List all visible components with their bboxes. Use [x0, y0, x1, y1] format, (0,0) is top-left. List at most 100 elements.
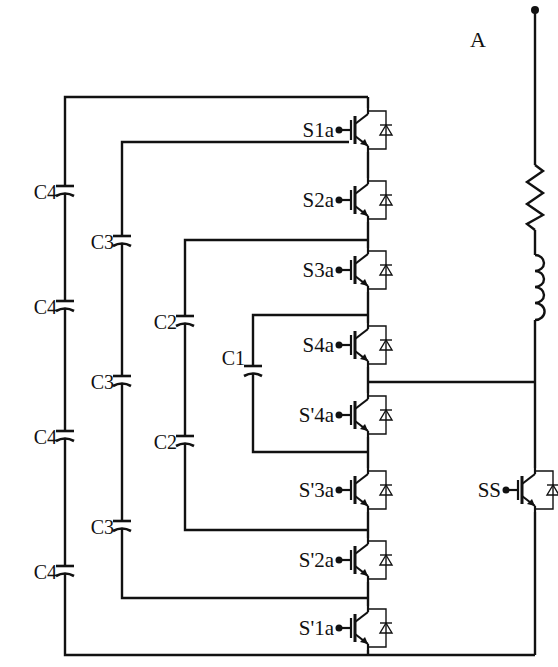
- switch-ground: [349, 393, 387, 437]
- emitter-arrow: [360, 209, 368, 216]
- device-stroke: [355, 136, 368, 146]
- diode-symbol: [380, 485, 392, 495]
- gate-dot: [336, 412, 343, 419]
- device-stroke: [380, 409, 392, 410]
- device-stroke: [350, 120, 352, 140]
- gate-dot: [503, 487, 510, 494]
- gate-dot: [336, 625, 343, 632]
- capacitor-plate: [56, 309, 74, 312]
- diode-symbol: [380, 125, 392, 135]
- switch-ground: [349, 323, 387, 367]
- device-stroke: [355, 351, 368, 361]
- device-stroke: [380, 264, 392, 265]
- device-stroke: [547, 484, 558, 485]
- switch-ground: [516, 468, 554, 512]
- switch-label: S4a: [303, 335, 335, 356]
- device-stroke: [355, 276, 368, 286]
- device-stroke: [354, 116, 357, 144]
- capacitor-label: C4: [34, 427, 57, 447]
- device-stroke: [355, 421, 368, 431]
- device-stroke: [56, 565, 74, 568]
- capacitor-plate: [244, 374, 262, 377]
- device-stroke: [113, 375, 131, 378]
- device-stroke: [380, 622, 392, 623]
- device-stroke: [354, 546, 357, 574]
- device-stroke: [522, 496, 535, 506]
- device-stroke: [380, 194, 392, 195]
- device-stroke: [56, 185, 74, 188]
- gate-dot: [336, 557, 343, 564]
- capacitor-plate: [176, 444, 194, 447]
- capacitor-plate: [113, 384, 131, 387]
- device-stroke: [355, 634, 368, 644]
- switch-label: S2a: [303, 190, 335, 211]
- device-stroke: [113, 235, 131, 238]
- device-stroke: [56, 300, 74, 303]
- device-stroke: [355, 329, 368, 339]
- switch-ground: [349, 248, 387, 292]
- device-stroke: [113, 520, 131, 523]
- device-stroke: [176, 435, 194, 438]
- switch-label: S'3a: [299, 480, 334, 501]
- device-stroke: [350, 618, 352, 638]
- capacitor-label: C1: [222, 348, 245, 368]
- devices: [55, 108, 558, 650]
- capacitor-label: C3: [91, 517, 114, 537]
- diode-symbol: [380, 195, 392, 205]
- gate-dot: [336, 267, 343, 274]
- emitter-arrow: [360, 139, 368, 146]
- switch-ground: [349, 178, 387, 222]
- capacitor-label: C3: [91, 232, 114, 252]
- device-stroke: [350, 550, 352, 570]
- device-stroke: [355, 184, 368, 194]
- device-stroke: [350, 190, 352, 210]
- device-stroke: [354, 476, 357, 504]
- gate-dot: [336, 342, 343, 349]
- wires: [65, 10, 545, 655]
- capacitor-label: C4: [34, 562, 57, 582]
- switch-label: S'4a: [299, 405, 334, 426]
- switch-ground: [349, 108, 387, 152]
- switch-ground: [349, 468, 387, 512]
- switch-ground: [349, 606, 387, 650]
- device-stroke: [380, 124, 392, 125]
- emitter-arrow: [360, 354, 368, 361]
- device-stroke: [354, 186, 357, 214]
- emitter-arrow: [360, 569, 368, 576]
- emitter-arrow: [360, 279, 368, 286]
- switch-label: SS: [478, 480, 501, 501]
- device-stroke: [350, 260, 352, 280]
- device-stroke: [355, 544, 368, 554]
- switch-label: S'2a: [299, 550, 334, 571]
- diode-symbol: [380, 265, 392, 275]
- capacitor-plate: [56, 194, 74, 197]
- capacitor-label: C2: [154, 432, 177, 452]
- switch-label: S'1a: [299, 618, 334, 639]
- device-stroke: [354, 614, 357, 642]
- device-stroke: [355, 474, 368, 484]
- device-stroke: [350, 405, 352, 425]
- diode-symbol: [380, 555, 392, 565]
- terminal-dot: [531, 6, 539, 14]
- gate-dot: [336, 127, 343, 134]
- device-stroke: [355, 206, 368, 216]
- capacitor-plate: [113, 244, 131, 247]
- diode-symbol: [380, 623, 392, 633]
- device-stroke: [355, 254, 368, 264]
- device-stroke: [522, 474, 535, 484]
- capacitor-plate: [113, 529, 131, 532]
- device-stroke: [355, 496, 368, 506]
- capacitor-label: C2: [154, 312, 177, 332]
- device-stroke: [380, 484, 392, 485]
- device-stroke: [521, 476, 524, 504]
- device-stroke: [176, 315, 194, 318]
- device-stroke: [355, 114, 368, 124]
- device-stroke: [56, 430, 74, 433]
- emitter-arrow: [527, 499, 535, 506]
- device-stroke: [355, 566, 368, 576]
- switch-label: S1a: [303, 120, 335, 141]
- diode-symbol: [547, 485, 558, 495]
- capacitor-label: C3: [91, 372, 114, 392]
